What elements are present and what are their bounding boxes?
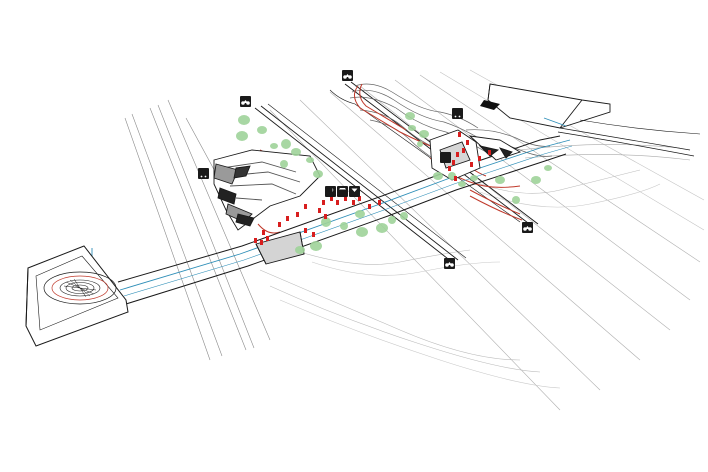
bus-icon	[452, 108, 463, 119]
bicycle-icon	[522, 222, 533, 233]
background-site-lines	[124, 69, 705, 411]
train-icon	[440, 152, 451, 163]
bicycle-icon	[240, 96, 251, 107]
station-building	[487, 83, 701, 157]
promenade	[117, 135, 567, 305]
spiral-plaza	[25, 245, 129, 347]
trees	[236, 112, 552, 254]
bicycle-icon	[444, 258, 455, 269]
bar-icon	[349, 186, 360, 197]
shop-icon	[337, 186, 348, 197]
people-markers	[254, 132, 491, 245]
restaurant-icon	[325, 186, 336, 197]
bus-icon	[198, 168, 209, 179]
dark-canopy	[480, 100, 500, 110]
central-buildings	[213, 149, 321, 265]
bicycle-icon	[342, 70, 353, 81]
